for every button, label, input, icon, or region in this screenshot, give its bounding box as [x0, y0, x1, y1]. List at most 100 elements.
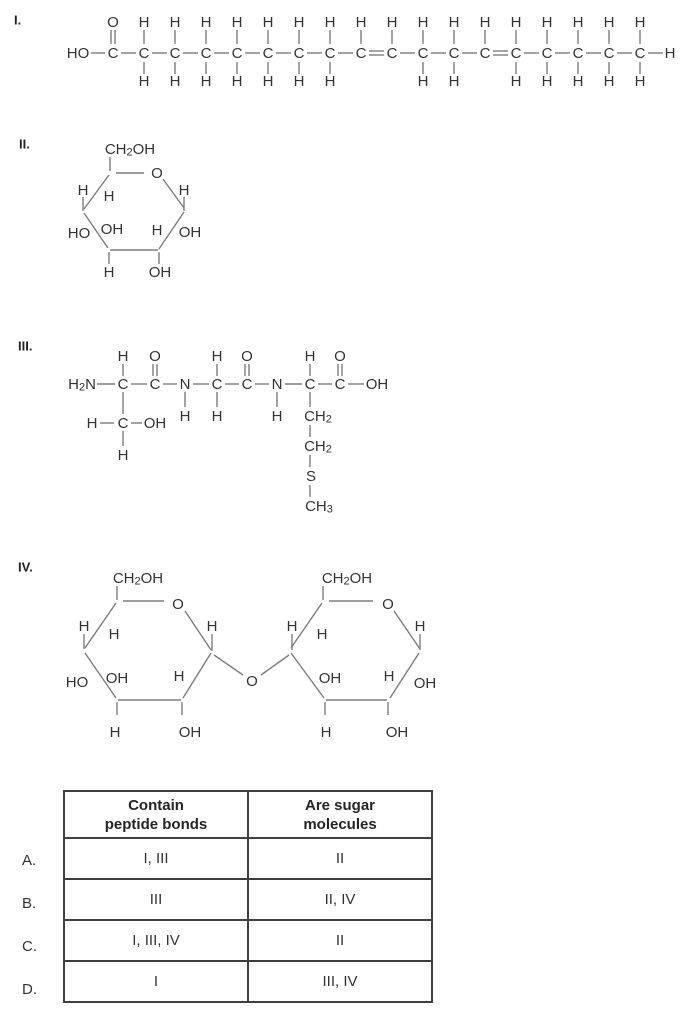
option-letter-column: A. B. C. D.: [20, 790, 63, 1011]
atom-label: C: [108, 45, 119, 62]
atom-label: H: [139, 73, 150, 90]
atom-label: O: [241, 348, 253, 365]
option-letter-c: C.: [22, 938, 37, 955]
atom-label: H: [325, 73, 336, 90]
atom-label: O: [172, 596, 184, 613]
answer-cell-peptide: I, III: [63, 837, 249, 880]
bond-line: [290, 602, 323, 649]
atom-label: C: [170, 45, 181, 62]
atom-label: H: [78, 182, 89, 199]
atom-label: H: [317, 626, 328, 643]
bond-line: [83, 212, 109, 249]
bond-line: [84, 652, 117, 699]
atom-label: C: [418, 45, 429, 62]
structure-label-II: II.: [19, 137, 30, 152]
atom-label: C: [150, 376, 161, 393]
atom-label: H: [604, 14, 615, 31]
bond-line: [389, 652, 420, 699]
atom-label: H: [325, 14, 336, 31]
column-header-line: Contain: [128, 796, 184, 814]
atom-label: C: [387, 45, 398, 62]
atom-label: H: [542, 73, 553, 90]
atom-label: C: [263, 45, 274, 62]
answer-cell-peptide: I: [63, 960, 249, 1003]
atom-label: H: [79, 618, 90, 635]
atom-label: H: [449, 73, 460, 90]
bond-line: [158, 211, 185, 250]
atom-label: C: [635, 45, 646, 62]
atom-label: CH2OH: [105, 141, 155, 159]
answer-table-header-row: Contain peptide bonds Are sugar molecule…: [63, 790, 433, 839]
atom-label: H: [294, 14, 305, 31]
atom-label: O: [107, 14, 119, 31]
atom-label: OH: [106, 670, 129, 687]
atom-label: H: [294, 73, 305, 90]
atom-label: OH: [366, 376, 389, 393]
atom-label: CH2: [304, 408, 332, 426]
option-letter-a: A.: [22, 852, 37, 869]
atom-label: H: [418, 14, 429, 31]
option-letter-spacer: [20, 790, 63, 839]
atom-label: OH: [319, 670, 342, 687]
atom-label: H: [109, 626, 120, 643]
atom-label: C: [201, 45, 212, 62]
atom-label: OH: [149, 264, 172, 281]
atom-label: H: [232, 73, 243, 90]
atom-label: H: [272, 408, 283, 425]
atom-label: O: [149, 348, 161, 365]
atom-label: H: [449, 14, 460, 31]
atom-label: H: [384, 668, 395, 685]
answer-cell-sugar: II: [247, 919, 433, 962]
answer-options: A. B. C. D. Contain peptide bonds Are su…: [20, 790, 433, 1011]
atom-label: C: [335, 376, 346, 393]
atom-label: H: [418, 73, 429, 90]
answer-cell-peptide: III: [63, 878, 249, 921]
atom-label: H: [321, 724, 332, 741]
answer-cell-sugar: II: [247, 837, 433, 880]
atom-label: OH: [414, 675, 437, 692]
atom-label: CH2OH: [113, 570, 163, 588]
atom-label: HO: [66, 674, 89, 691]
atom-label: H: [174, 668, 185, 685]
atom-label: H: [542, 14, 553, 31]
atom-label: C: [480, 45, 491, 62]
atom-label: H: [480, 14, 491, 31]
structure-label-IV: IV.: [18, 560, 33, 575]
structure-label-I: I.: [14, 13, 21, 28]
atom-label: HO: [67, 45, 90, 62]
atom-label: H: [263, 73, 274, 90]
atom-label: OH: [179, 224, 202, 241]
atom-label: C: [356, 45, 367, 62]
atom-label: H: [170, 14, 181, 31]
atom-label: C: [212, 376, 223, 393]
atom-label: H: [139, 14, 150, 31]
answer-row-a: I, III II: [63, 837, 433, 880]
atom-label: H: [511, 73, 522, 90]
bond-line: [260, 654, 290, 676]
atom-label: H: [152, 222, 163, 239]
atom-label: H: [511, 14, 522, 31]
atom-label: C: [325, 45, 336, 62]
bond-line: [83, 174, 110, 210]
atom-label: C: [573, 45, 584, 62]
bond-line: [162, 178, 185, 209]
atom-label: H: [232, 14, 243, 31]
answer-row-c: I, III, IV II: [63, 919, 433, 962]
bond-line: [84, 602, 117, 649]
atom-label: C: [118, 415, 129, 432]
atom-label: C: [294, 45, 305, 62]
atom-label: H: [212, 408, 223, 425]
atom-label: H: [118, 447, 129, 464]
bond-line: [213, 654, 244, 676]
atom-label: H: [573, 14, 584, 31]
atom-label: H: [87, 415, 98, 432]
atom-label: H: [387, 14, 398, 31]
atom-label: C: [139, 45, 150, 62]
bond-line: [290, 652, 325, 699]
atom-label: C: [118, 376, 129, 393]
atom-label: C: [604, 45, 615, 62]
column-header-line: Are sugar: [304, 796, 376, 814]
atom-label: H: [110, 724, 121, 741]
